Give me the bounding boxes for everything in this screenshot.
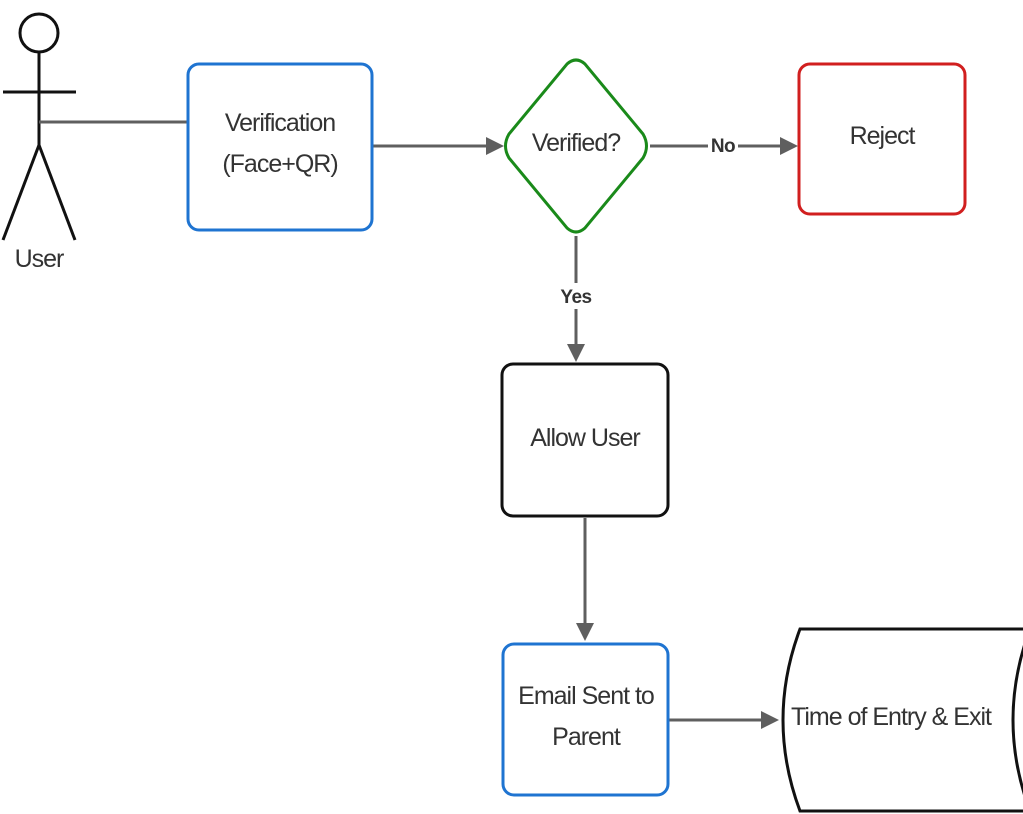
node-allow-user: Allow User [500,362,670,518]
actor-right-leg [37,144,77,241]
verification-label-line2: (Face+QR) [222,150,337,178]
email-parent-label: Email Sent to [518,682,654,710]
allow-user-box [500,362,670,518]
arrowhead-verification-to-decision [486,137,504,155]
decision-diamond [504,58,648,234]
node-decision: Verified? [504,58,648,234]
arrowhead-decision-to-allow [567,344,585,362]
no-label-bg [708,133,738,157]
email-parent-label-line1: Email Sent to [518,682,654,710]
node-email-parent: Email Sent to Parent [501,642,670,797]
node-time-entry-exit: Time of Entry & Exit [781,627,1023,813]
verification-label-2: (Face+QR) [222,150,337,178]
email-parent-box [501,642,670,797]
actor-left-leg [1,144,41,241]
email-parent-label-line2: Parent [552,723,621,751]
node-verification: Verification (Face+QR) [186,62,374,232]
arrowhead-decision-to-reject [780,137,798,155]
reject-label: Reject [850,122,916,150]
actor-head [18,12,60,54]
verification-box [186,62,374,232]
connectors: No Yes [39,120,798,729]
yes-label-bg [558,283,594,309]
edge-label-no: No [711,136,735,157]
user-actor: User [1,12,77,273]
arrowhead-allow-to-email [576,623,594,641]
time-entry-exit-label: Time of Entry & Exit [791,703,992,731]
verification-label: Verification [225,109,335,137]
email-parent-label-2: Parent [552,723,621,751]
node-reject: Reject [797,62,967,216]
actor-label: User [15,245,64,273]
decision-label: Verified? [532,129,620,157]
edge-label-yes: Yes [560,287,591,308]
time-entry-exit-shape [781,627,1023,813]
reject-box [797,62,967,216]
verification-label-line1: Verification [225,109,335,137]
allow-user-label: Allow User [530,424,640,452]
arrowhead-email-to-storage [761,711,779,729]
